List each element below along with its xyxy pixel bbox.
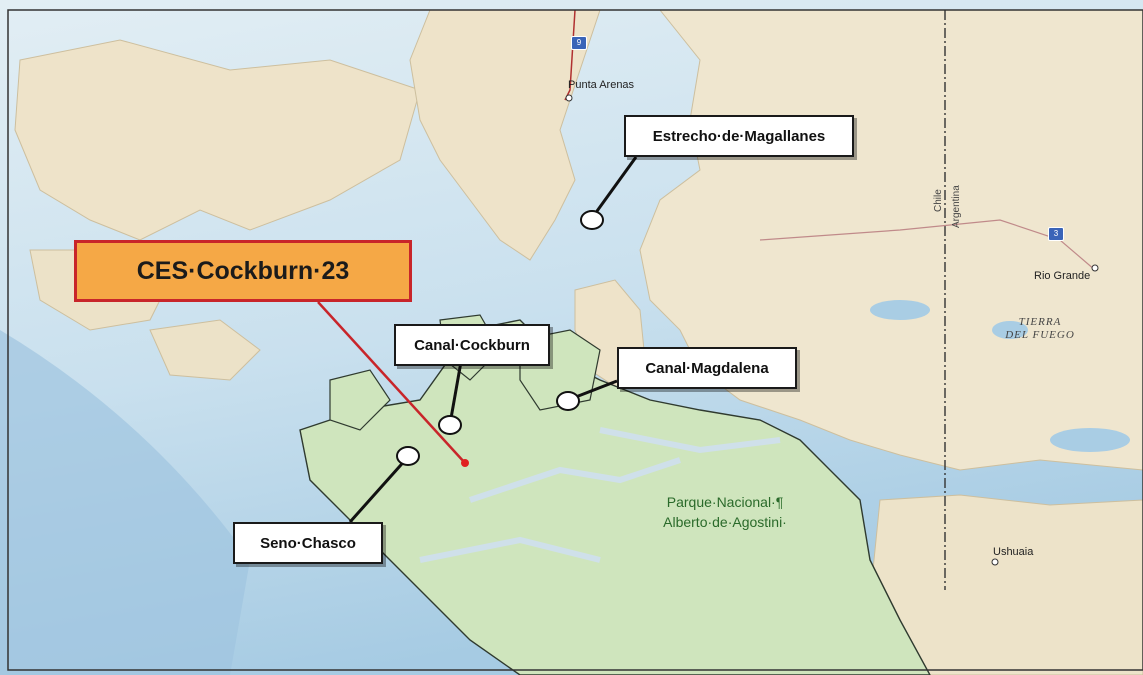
city-dot-rio-grande bbox=[1091, 264, 1099, 272]
northwest-archipelago bbox=[14, 39, 421, 241]
park-label-line1: Parque·Nacional·¶ bbox=[666, 494, 784, 510]
park-label: Parque·Nacional·¶ Alberto·de·Agostini· bbox=[620, 492, 830, 532]
lake-3 bbox=[1050, 428, 1130, 452]
map-frame bbox=[7, 9, 1143, 671]
callout-canal-magdalena: Canal·Magdalena bbox=[617, 347, 797, 389]
marker-estrecho bbox=[580, 210, 604, 230]
road-east bbox=[759, 219, 1096, 271]
park-channels bbox=[419, 427, 781, 563]
place-rio-grande: Rio Grande bbox=[1034, 270, 1091, 282]
label-chile: Chile bbox=[933, 189, 944, 212]
park-islet bbox=[329, 369, 391, 431]
marker-canal-magdalena bbox=[556, 391, 580, 411]
region-tierra-line1: TIERRA bbox=[1018, 316, 1062, 328]
pointer-seno-chasco bbox=[348, 456, 410, 523]
lake-1 bbox=[870, 300, 930, 320]
callout-estrecho-de-magallanes: Estrecho·de·Magallanes bbox=[624, 115, 854, 157]
lake-2 bbox=[992, 321, 1028, 339]
pointer-ces-cockburn bbox=[317, 301, 466, 464]
place-ushuaia: Ushuaia bbox=[993, 546, 1034, 558]
city-dot-ushuaia bbox=[991, 558, 999, 566]
ces-cockburn-label: CES·Cockburn·23 bbox=[74, 240, 412, 302]
callout-canal-cockburn: Canal·Cockburn bbox=[394, 324, 550, 366]
pointer-estrecho bbox=[590, 156, 638, 219]
marker-ces-cockburn bbox=[461, 459, 469, 467]
label-argentina: Argentina bbox=[951, 185, 962, 228]
marker-canal-cockburn bbox=[438, 415, 462, 435]
brunswick-peninsula bbox=[409, 9, 601, 261]
pointer-canal-cockburn bbox=[448, 355, 464, 425]
route-shield-east: 3 bbox=[1048, 227, 1064, 241]
route-shield-north: 9 bbox=[571, 36, 587, 50]
marker-seno-chasco bbox=[396, 446, 420, 466]
place-punta-arenas: Punta Arenas bbox=[568, 79, 635, 91]
western-islands-south bbox=[149, 319, 261, 381]
region-tierra-del-fuego: TIERRA DEL FUEGO bbox=[995, 316, 1085, 342]
city-dot-punta-arenas bbox=[565, 94, 573, 102]
deep-sea-area bbox=[0, 330, 250, 675]
callout-seno-chasco: Seno·Chasco bbox=[233, 522, 383, 564]
park-land bbox=[299, 319, 931, 675]
park-label-line2: Alberto·de·Agostini· bbox=[663, 514, 787, 530]
region-tierra-line2: DEL FUEGO bbox=[1005, 329, 1075, 341]
